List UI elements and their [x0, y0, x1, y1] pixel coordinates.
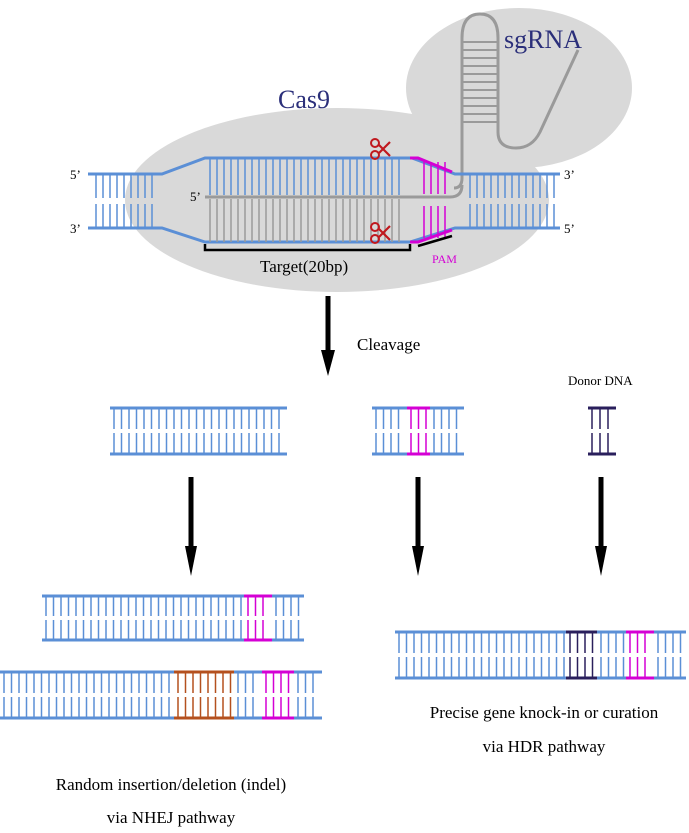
pam-bracket: [417, 234, 453, 248]
hdr-result: [395, 630, 686, 680]
scissors-icon: [370, 138, 391, 160]
target-label: Target(20bp): [260, 257, 348, 276]
donor-label: Donor DNA: [568, 373, 633, 388]
sgrna-label: sgRNA: [504, 25, 582, 54]
nhej-result-1: [42, 594, 304, 642]
pam-label: PAM: [432, 252, 457, 266]
cleavage-arrow: [321, 296, 335, 376]
cas9-label: Cas9: [278, 85, 330, 114]
three-prime-top-right: 3’: [564, 167, 575, 182]
nhej-caption-line2: via NHEJ pathway: [107, 808, 236, 827]
five-prime-top-left: 5’: [70, 167, 81, 182]
pathway-arrow-nhej: [185, 477, 197, 576]
cas9-blob: [125, 108, 549, 292]
donor-dna: [588, 406, 616, 456]
target-bracket: [203, 244, 412, 252]
three-prime-bottom-left: 3’: [70, 221, 81, 236]
five-prime-bottom-right: 5’: [564, 221, 575, 236]
nhej-caption-line1: Random insertion/deletion (indel): [56, 775, 286, 794]
scissors-icon: [370, 222, 391, 244]
hdr-caption-line2: via HDR pathway: [483, 737, 606, 756]
cleavage-label: Cleavage: [357, 335, 420, 354]
pathway-arrow-hdr-right: [595, 477, 607, 576]
cleaved-fragment-left: [110, 406, 287, 456]
cleaved-fragment-right: [372, 406, 464, 456]
sgrna-hairpin: [453, 12, 580, 190]
target-dna: [88, 156, 560, 244]
pathway-arrow-hdr-left: [412, 477, 424, 576]
nhej-result-2: [0, 670, 322, 720]
hdr-caption-line1: Precise gene knock-in or curation: [430, 703, 659, 722]
five-prime-guide: 5’: [190, 189, 201, 204]
